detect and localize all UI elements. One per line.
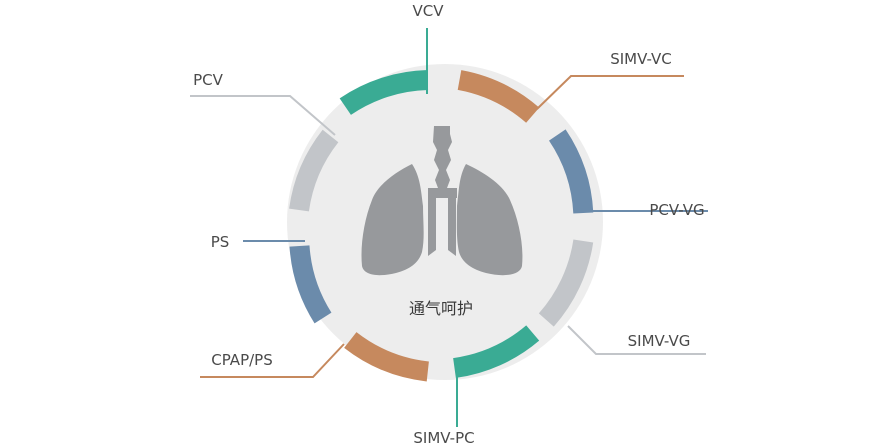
pcv-vg-arc[interactable] — [548, 129, 594, 214]
mode-label-cpap-ps: CPAP/PS — [211, 351, 273, 369]
mode-label-simv-vg: SIMV-VG — [628, 332, 691, 350]
mode-label-pcv: PCV — [193, 71, 224, 89]
simv-vg-leader — [567, 325, 706, 355]
pcv-arc[interactable] — [289, 129, 339, 212]
mode-label-vcv: VCV — [413, 2, 445, 20]
simv-vg-arc[interactable] — [538, 239, 594, 327]
cpap-ps-arc[interactable] — [344, 331, 430, 382]
mode-label-simv-vc: SIMV-VC — [610, 50, 672, 68]
pcv-leader — [190, 95, 336, 136]
simv-vc-arc[interactable] — [457, 70, 540, 123]
simv-pc-arc[interactable] — [452, 325, 540, 378]
mode-label-pcv-vg: PCV-VG — [649, 201, 704, 219]
cpap-ps-leader — [200, 343, 345, 378]
mode-label-simv-pc: SIMV-PC — [413, 429, 474, 447]
simv-vc-leader — [536, 75, 684, 110]
mode-label-ps: PS — [211, 233, 230, 251]
center-disc — [287, 64, 603, 380]
lungs-icon — [361, 126, 523, 276]
center-label: 通气呵护 — [409, 299, 473, 318]
ps-arc[interactable] — [289, 245, 332, 324]
vcv-arc[interactable] — [339, 70, 429, 115]
